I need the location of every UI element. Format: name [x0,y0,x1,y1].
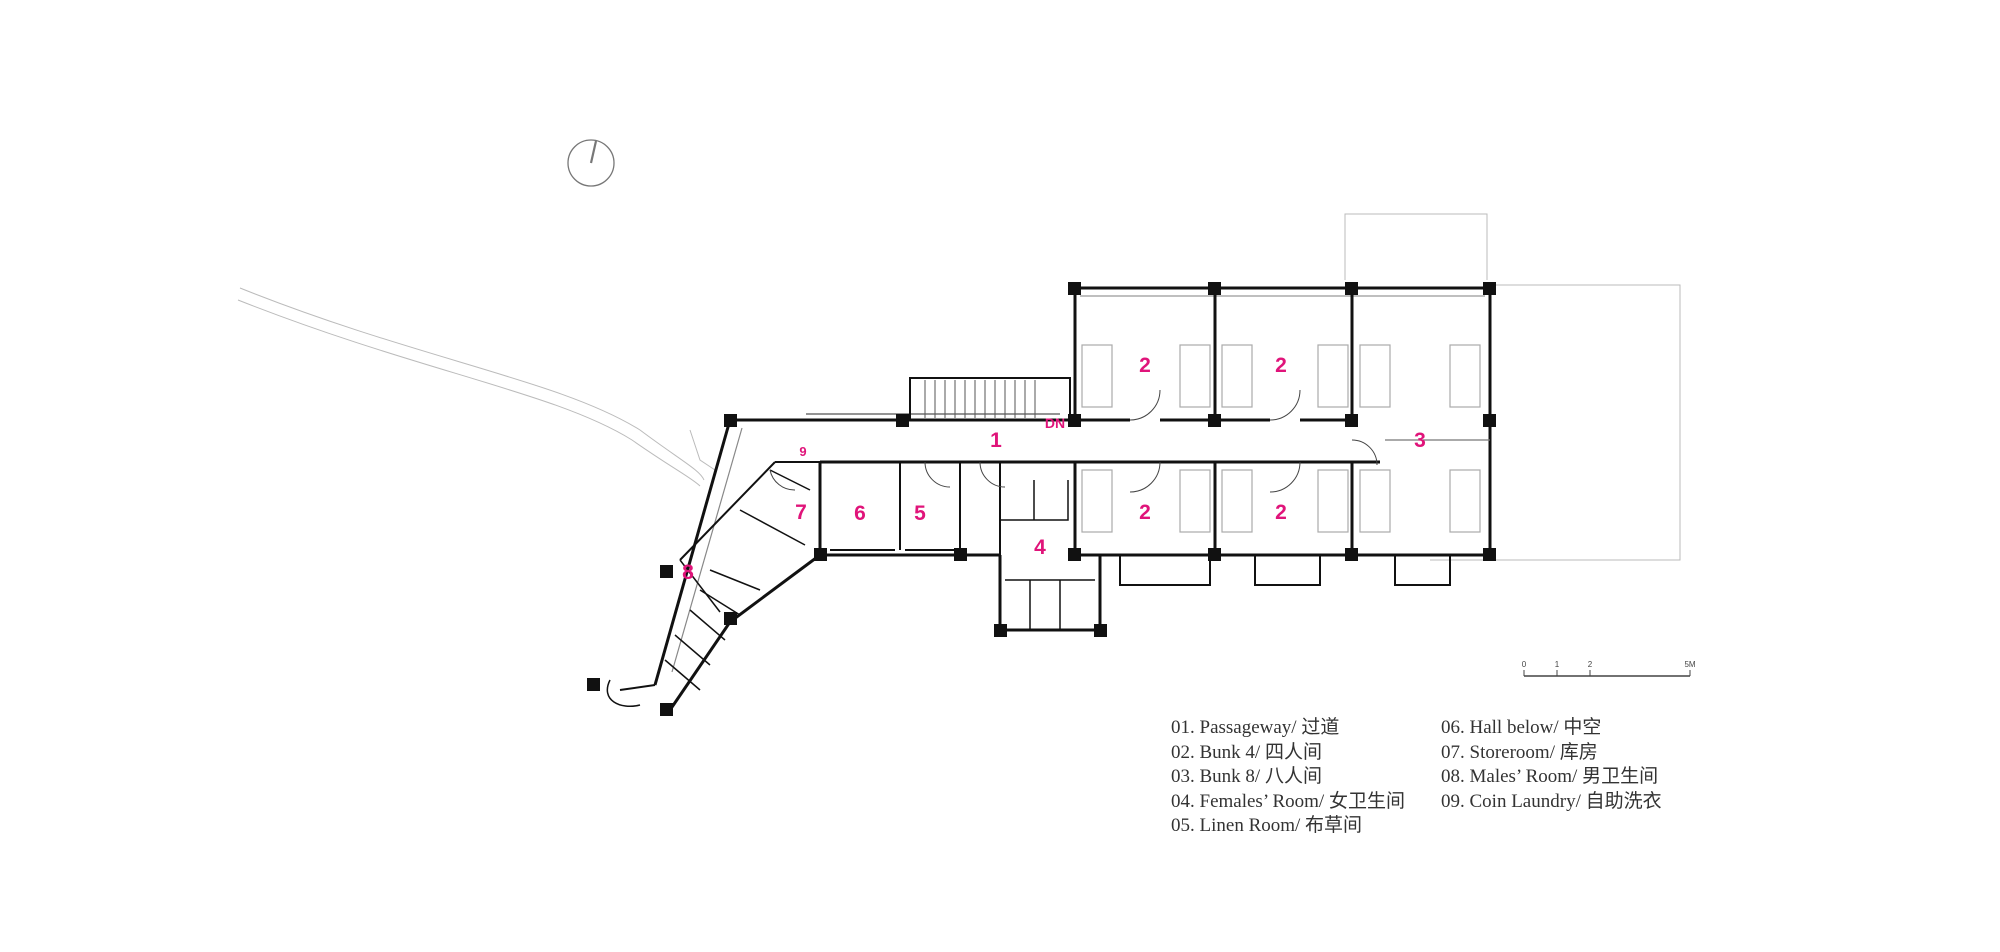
legend-item: 07. Storeroom/ 库房 [1441,741,1598,763]
legend-item: 08. Males’ Room/ 男卫生间 [1441,766,1659,787]
room-5-label: 5 [914,502,926,525]
beds [1081,344,1481,533]
adjacent-outline [1344,213,1681,561]
legend-item: 03. Bunk 8/ 八人间 [1171,766,1322,787]
stair-treads [924,380,1036,418]
stair-down-label: DN [1045,415,1065,431]
legend-item: 05. Linen Room/ 布草间 [1171,815,1363,836]
room-2-label: 2 [1275,354,1287,377]
room-2-label: 2 [1139,354,1151,377]
room-1-label: 1 [990,429,1002,452]
scale-tick-label: 1 [1555,660,1560,669]
scale-tick-label: 5M [1684,660,1695,669]
scale-tick-label: 0 [1522,660,1527,669]
room-3-label: 3 [1414,429,1426,452]
room-9-label: 9 [799,444,806,459]
columns [587,282,1496,716]
legend-item: 06. Hall below/ 中空 [1441,717,1602,738]
legend-item: 02. Bunk 4/ 四人间 [1171,741,1322,763]
room-2-label: 2 [1275,501,1287,524]
legend-column-2: 06. Hall below/ 中空 07. Storeroom/ 库房 08.… [1441,716,1662,814]
room-6-label: 6 [854,502,866,525]
legend-item: 04. Females’ Room/ 女卫生间 [1171,790,1405,812]
room-2-label: 2 [1139,501,1151,524]
scale-bar: 0 1 2 5M [1522,660,1696,677]
legend-item: 01. Passageway/ 过道 [1171,717,1340,738]
north-arrow-icon [567,139,615,187]
room-4-label: 4 [1034,536,1046,559]
door-swings [769,389,1378,493]
site-path [237,287,716,487]
legend-item: 09. Coin Laundry/ 自助洗衣 [1441,790,1662,812]
room-8-label: 8 [682,561,694,584]
scale-tick-label: 2 [1588,660,1593,669]
room-7-label: 7 [795,501,807,524]
building-walls [606,286,1492,711]
legend-column-1: 01. Passageway/ 过道 02. Bunk 4/ 四人间 03. B… [1171,716,1405,839]
room-numbers: 1 2 2 2 2 3 4 5 6 7 8 9 [682,354,1426,584]
